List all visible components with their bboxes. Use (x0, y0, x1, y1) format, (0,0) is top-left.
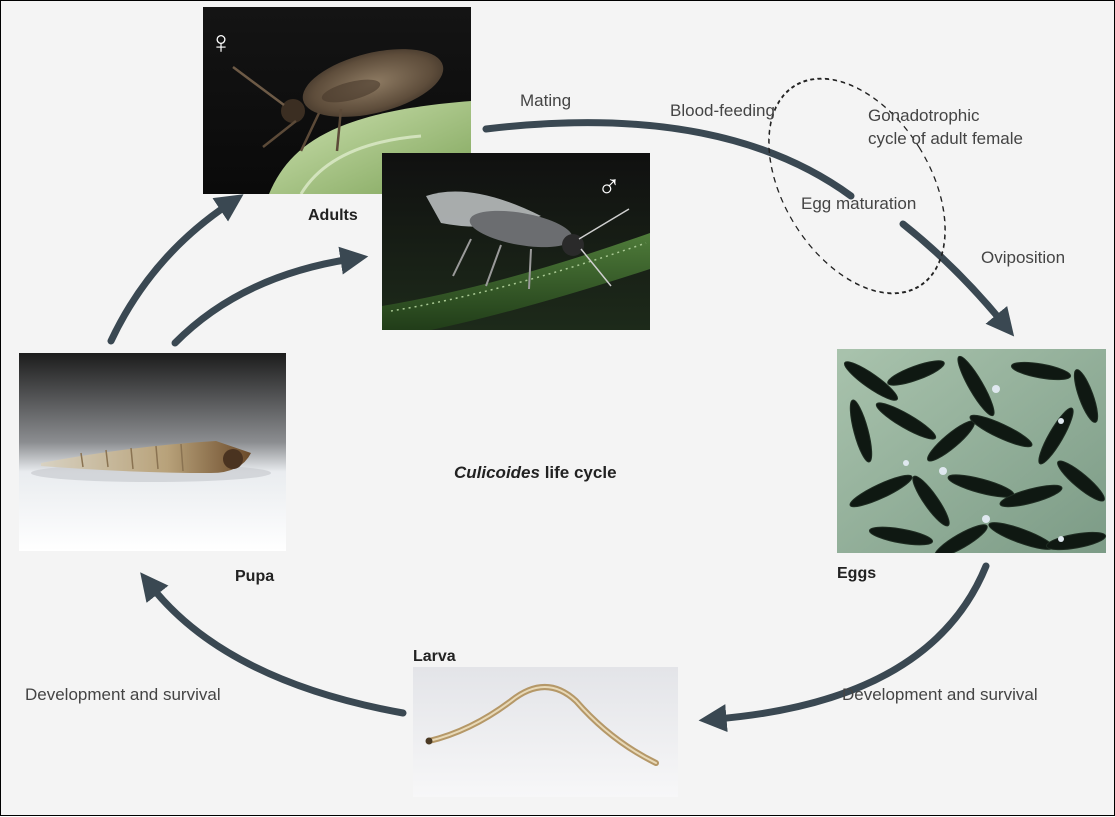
larva-photo (413, 667, 678, 797)
annotation-oviposition: Oviposition (981, 248, 1065, 267)
title-genus: Culicoides (454, 463, 540, 482)
stage-label-larva: Larva (413, 648, 456, 665)
annotation-gonotrophic-line1: Gonadotrophic (868, 106, 980, 125)
arrow-pupa-to-female (111, 204, 229, 341)
diagram-title: Culicoides life cycle (454, 463, 617, 482)
male-symbol: ♂ (597, 167, 621, 203)
title-rest: life cycle (540, 463, 617, 482)
stage-label-adults: Adults (308, 207, 358, 224)
female-symbol: ♀ (209, 24, 233, 60)
annotation-blood-feeding: Blood-feeding (670, 101, 775, 120)
gonotrophic-cycle-ellipse (732, 47, 981, 325)
annotation-mating: Mating (520, 91, 571, 110)
arrow-pupa-to-male (175, 259, 351, 343)
stage-label-eggs: Eggs (837, 565, 876, 582)
arrow-to-eggs (903, 224, 1003, 323)
annotation-development-left: Development and survival (25, 685, 221, 704)
annotation-egg-maturation: Egg maturation (801, 194, 916, 213)
eggs-photo (837, 349, 1108, 562)
annotation-gonotrophic-line2: cycle of adult female (868, 129, 1023, 148)
pupa-photo (19, 353, 286, 551)
stage-label-pupa: Pupa (235, 568, 274, 585)
annotation-development-right: Development and survival (842, 685, 1038, 704)
